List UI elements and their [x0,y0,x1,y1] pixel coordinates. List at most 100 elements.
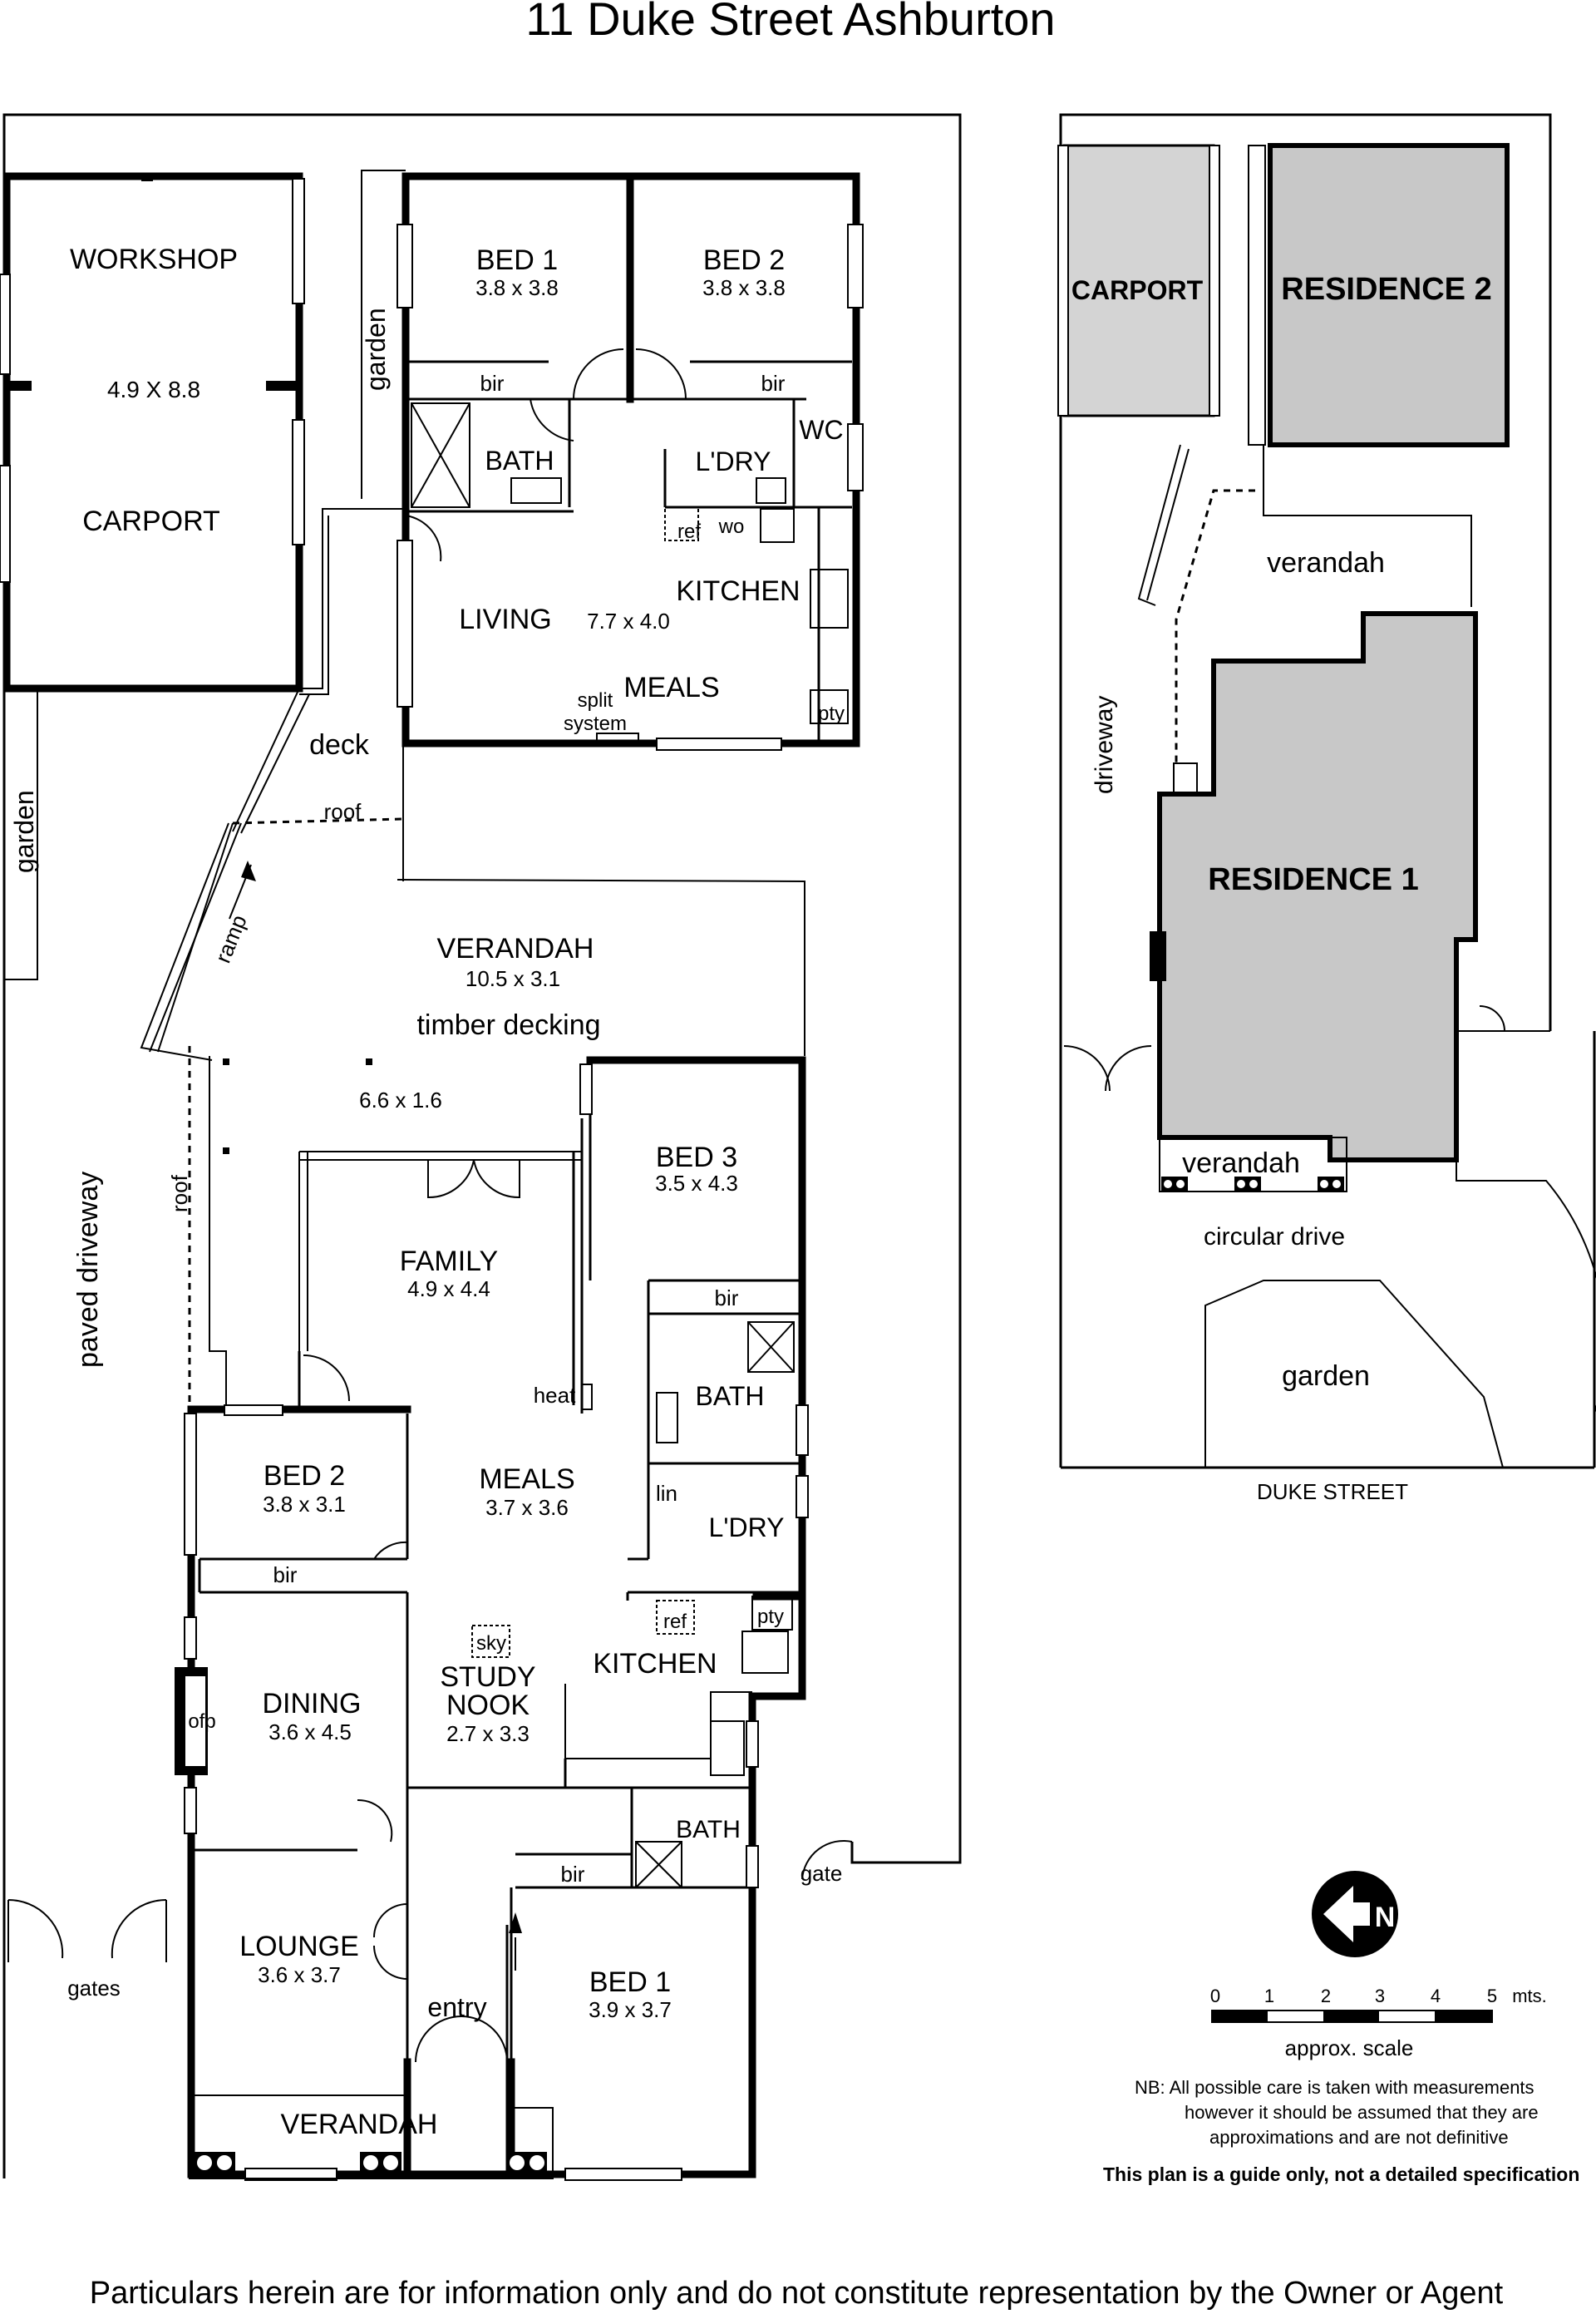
lounge-label: LOUNGE [239,1931,359,1962]
site-verandah-posts [1161,1177,1344,1192]
rear-bir2-label: bir [761,371,786,396]
dining-dimensions: 3.6 x 4.5 [268,1719,352,1744]
scale-tick-3: 3 [1375,1986,1385,2006]
note-line-1: NB: All possible care is taken with meas… [1135,2077,1534,2098]
rear-split-label: split [578,689,613,712]
gates-label: gates [67,1976,121,2001]
scale-tick-1: 1 [1264,1986,1274,2006]
verandah-posts [194,2152,547,2173]
note-line-3: approximations and are not definitive [1209,2127,1509,2148]
rear-system-label: system [564,713,627,735]
front-meals-dimensions: 3.7 x 3.6 [485,1495,569,1520]
site-garden-label: garden [1282,1360,1370,1392]
scale-tick-4: 4 [1431,1986,1441,2006]
front-bed1-dimensions: 3.9 x 3.7 [589,1997,672,2022]
rear-bed2-label: BED 2 [703,244,785,276]
bed3-label: BED 3 [656,1142,737,1173]
scale-tick-5: 5 [1487,1986,1497,2006]
scale-tick-0: 0 [1210,1986,1220,2006]
circular-drive-label: circular drive [1204,1223,1345,1251]
rear-bed2-dimensions: 3.8 x 3.8 [702,275,786,300]
driveway-roof-line: roof paved driveway [72,1046,372,1405]
workshop-dimensions: 4.9 X 8.8 [107,377,200,402]
compass: N [1312,1871,1398,1957]
workshop-label: WORKSHOP [70,244,238,275]
front-verandah: VERANDAH [189,2082,554,2179]
verandah-dimensions: 10.5 x 3.1 [466,966,560,991]
front-bath-label: BATH [696,1381,765,1411]
side-garden-label: garden [9,790,39,873]
rear-wc-label: WC [799,415,843,445]
deck-dimensions: 6.6 x 1.6 [359,1088,442,1113]
fireplace-label: ofp [188,1710,215,1733]
front-kitchen-label: KITCHEN [593,1648,717,1680]
scale-unit: mts. [1512,1986,1547,2006]
gate-label: gate [800,1861,843,1886]
rear-bed1-label: BED 1 [476,244,558,276]
front-bed2-bir-label: bir [273,1562,298,1587]
compass-north-letter: N [1375,1902,1396,1933]
study-label: STUDY [440,1661,535,1693]
rear-bir1-label: bir [480,371,505,396]
scale-bar: 0 1 2 3 4 5 mts. approx. scale [1210,1986,1547,2060]
guide-note: This plan is a guide only, not a detaile… [1103,2164,1579,2185]
paved-driveway-label: paved driveway [72,1172,104,1368]
family-dimensions: 4.9 x 4.4 [407,1276,490,1301]
rear-residence: BED 1 3.8 x 3.8 BED 2 3.8 x 3.8 bir bir … [397,172,864,751]
front-residence: BED 3 3.5 x 4.3 FAMILY 4.9 x 4.4 heat bi… [67,1056,843,2181]
deck-and-ramp: deck roof ramp [140,508,805,1061]
bed1-bir-label: bir [561,1862,585,1887]
site-plan: CARPORT RESIDENCE 2 verandah driveway RE… [1057,113,1596,1504]
deck-label: deck [309,729,370,761]
site-driveway-label: driveway [1091,696,1118,794]
scale-tick-2: 2 [1321,1986,1331,2006]
residence1-label: RESIDENCE 1 [1208,862,1418,897]
scale-label: approx. scale [1285,2035,1414,2060]
footer-disclaimer: Particulars herein are for information o… [90,2276,1504,2311]
rear-kitchen-label: KITCHEN [676,575,800,607]
driveway-roof-label: roof [167,1174,192,1212]
rear-laundry-label: L'DRY [696,447,771,476]
timber-decking-label: timber decking [416,1009,600,1041]
linen-label: lin [656,1481,677,1506]
rear-ref-label: ref [677,521,701,543]
nook-label: NOOK [446,1690,530,1721]
ramp-label: ramp [210,911,252,966]
heater-label: heat [534,1383,576,1408]
front-bed2-label: BED 2 [264,1460,345,1492]
residence2-label: RESIDENCE 2 [1281,272,1491,307]
front-bath2-label: BATH [676,1816,741,1843]
rear-wo-label: wo [718,516,745,538]
dining-label: DINING [263,1688,362,1719]
lounge-dimensions: 3.6 x 3.7 [258,1962,341,1987]
rear-garden-label: garden [361,308,391,391]
front-ref-label: ref [663,1611,687,1633]
site-carport-label: CARPORT [1071,275,1204,305]
site-verandah-label: verandah [1267,547,1385,579]
front-bed2-dimensions: 3.8 x 3.1 [263,1492,346,1517]
skylight-label: sky [476,1632,506,1655]
rear-bed1-dimensions: 3.8 x 3.8 [475,275,559,300]
verandah-label: VERANDAH [437,933,594,965]
plan-title: 11 Duke Street Ashburton [525,0,1055,45]
note-line-2: however it should be assumed that they a… [1185,2102,1539,2123]
deck-roof-label: roof [324,799,362,824]
entry-label: entry [427,1992,486,2022]
rear-meals-label: MEALS [623,672,719,703]
bed3-bir-label: bir [715,1285,739,1310]
side-garden: garden [3,688,39,980]
front-verandah-label: VERANDAH [281,2109,438,2140]
site-verandah-front-label: verandah [1182,1147,1300,1179]
rear-pantry-label: pty [818,703,845,725]
carport-label: CARPORT [82,506,220,537]
rear-living-label: LIVING [459,604,551,635]
rear-garden: garden [361,170,406,499]
rear-living-dimensions: 7.7 x 4.0 [587,609,670,634]
study-dimensions: 2.7 x 3.3 [446,1721,530,1746]
rear-bath-label: BATH [485,446,554,476]
front-laundry-label: L'DRY [709,1512,785,1542]
disclaimer-notes: NB: All possible care is taken with meas… [1103,2077,1579,2185]
gates [7,1839,853,1962]
workshop-carport: WORKSHOP 4.9 X 8.8 CARPORT [0,172,305,693]
